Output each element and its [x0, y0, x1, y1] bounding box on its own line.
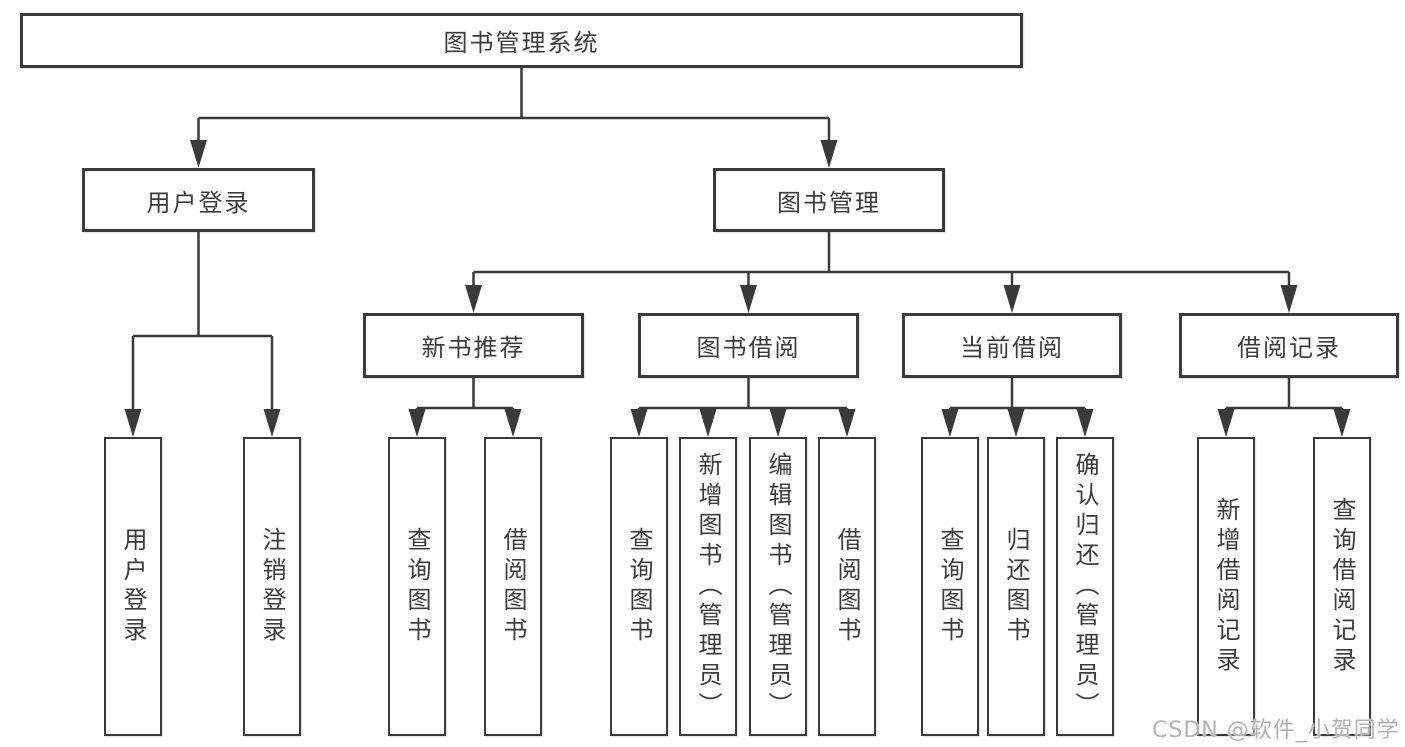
node-new-book-recommend-label: 新书推荐: [421, 334, 526, 362]
leaf-confirm-return-admin-label: 确认归还（管理员）: [1071, 451, 1099, 722]
node-current-borrow: 当前借阅: [902, 313, 1122, 378]
leaf-query-books-current: 查询图书: [921, 437, 979, 736]
leaf-query-borrow-record: 查询借阅记录: [1313, 437, 1371, 736]
leaf-query-borrow-record-label: 查询借阅记录: [1328, 496, 1356, 677]
leaf-logout-label: 注销登录: [258, 526, 286, 647]
node-root-label: 图书管理系统: [443, 29, 600, 57]
node-book-management: 图书管理: [713, 168, 945, 232]
node-book-borrow: 图书借阅: [638, 313, 859, 378]
edge-book-borrow-to-leaves: [630, 378, 856, 437]
leaf-query-books-current-label: 查询图书: [936, 526, 964, 647]
leaf-edit-book-admin: 编辑图书（管理员）: [749, 437, 807, 736]
edge-current-borrow-to-leaves: [941, 378, 1094, 437]
leaf-add-book-admin-label: 新增图书（管理员）: [694, 451, 722, 722]
leaf-return-book-label: 归还图书: [1002, 526, 1030, 647]
node-user-login: 用户登录: [82, 168, 315, 232]
edge-user-login-to-leaves: [124, 232, 281, 437]
leaf-query-books-recommend: 查询图书: [388, 437, 446, 736]
node-user-login-label: 用户登录: [146, 188, 251, 217]
node-new-book-recommend: 新书推荐: [363, 313, 584, 378]
leaf-confirm-return-admin: 确认归还（管理员）: [1056, 437, 1114, 736]
leaf-logout: 注销登录: [243, 437, 301, 736]
node-root: 图书管理系统: [20, 13, 1023, 68]
node-current-borrow-label: 当前借阅: [960, 334, 1064, 362]
node-book-borrow-label: 图书借阅: [696, 334, 801, 362]
leaf-query-books-borrow: 查询图书: [610, 437, 668, 736]
leaf-borrow-books-label: 借阅图书: [833, 526, 861, 647]
leaf-edit-book-admin-label: 编辑图书（管理员）: [764, 451, 792, 722]
csdn-watermark: CSDN @软件_小贺同学: [1152, 718, 1400, 743]
leaf-query-books-recommend-label: 查询图书: [403, 526, 431, 647]
leaf-add-borrow-record-label: 新增借阅记录: [1212, 496, 1240, 677]
node-book-management-label: 图书管理: [777, 188, 881, 217]
edge-borrow-records-to-leaves: [1217, 378, 1351, 437]
leaf-return-book: 归还图书: [987, 437, 1045, 736]
leaf-user-login: 用户登录: [104, 437, 162, 736]
leaf-add-book-admin: 新增图书（管理员）: [679, 437, 737, 736]
leaf-user-login-label: 用户登录: [119, 526, 147, 647]
leaf-borrow-books: 借阅图书: [818, 437, 876, 736]
leaf-query-books-borrow-label: 查询图书: [625, 526, 653, 647]
node-borrow-records-label: 借阅记录: [1237, 334, 1341, 362]
edge-root-to-level2: [190, 68, 838, 168]
node-borrow-records: 借阅记录: [1179, 313, 1399, 378]
leaf-borrow-books-recommend: 借阅图书: [484, 437, 542, 736]
edge-book-management-to-level3: [465, 232, 1298, 313]
edge-new-book-recommend-to-leaves: [408, 378, 522, 437]
leaf-borrow-books-recommend-label: 借阅图书: [499, 526, 527, 647]
leaf-add-borrow-record: 新增借阅记录: [1197, 437, 1255, 736]
